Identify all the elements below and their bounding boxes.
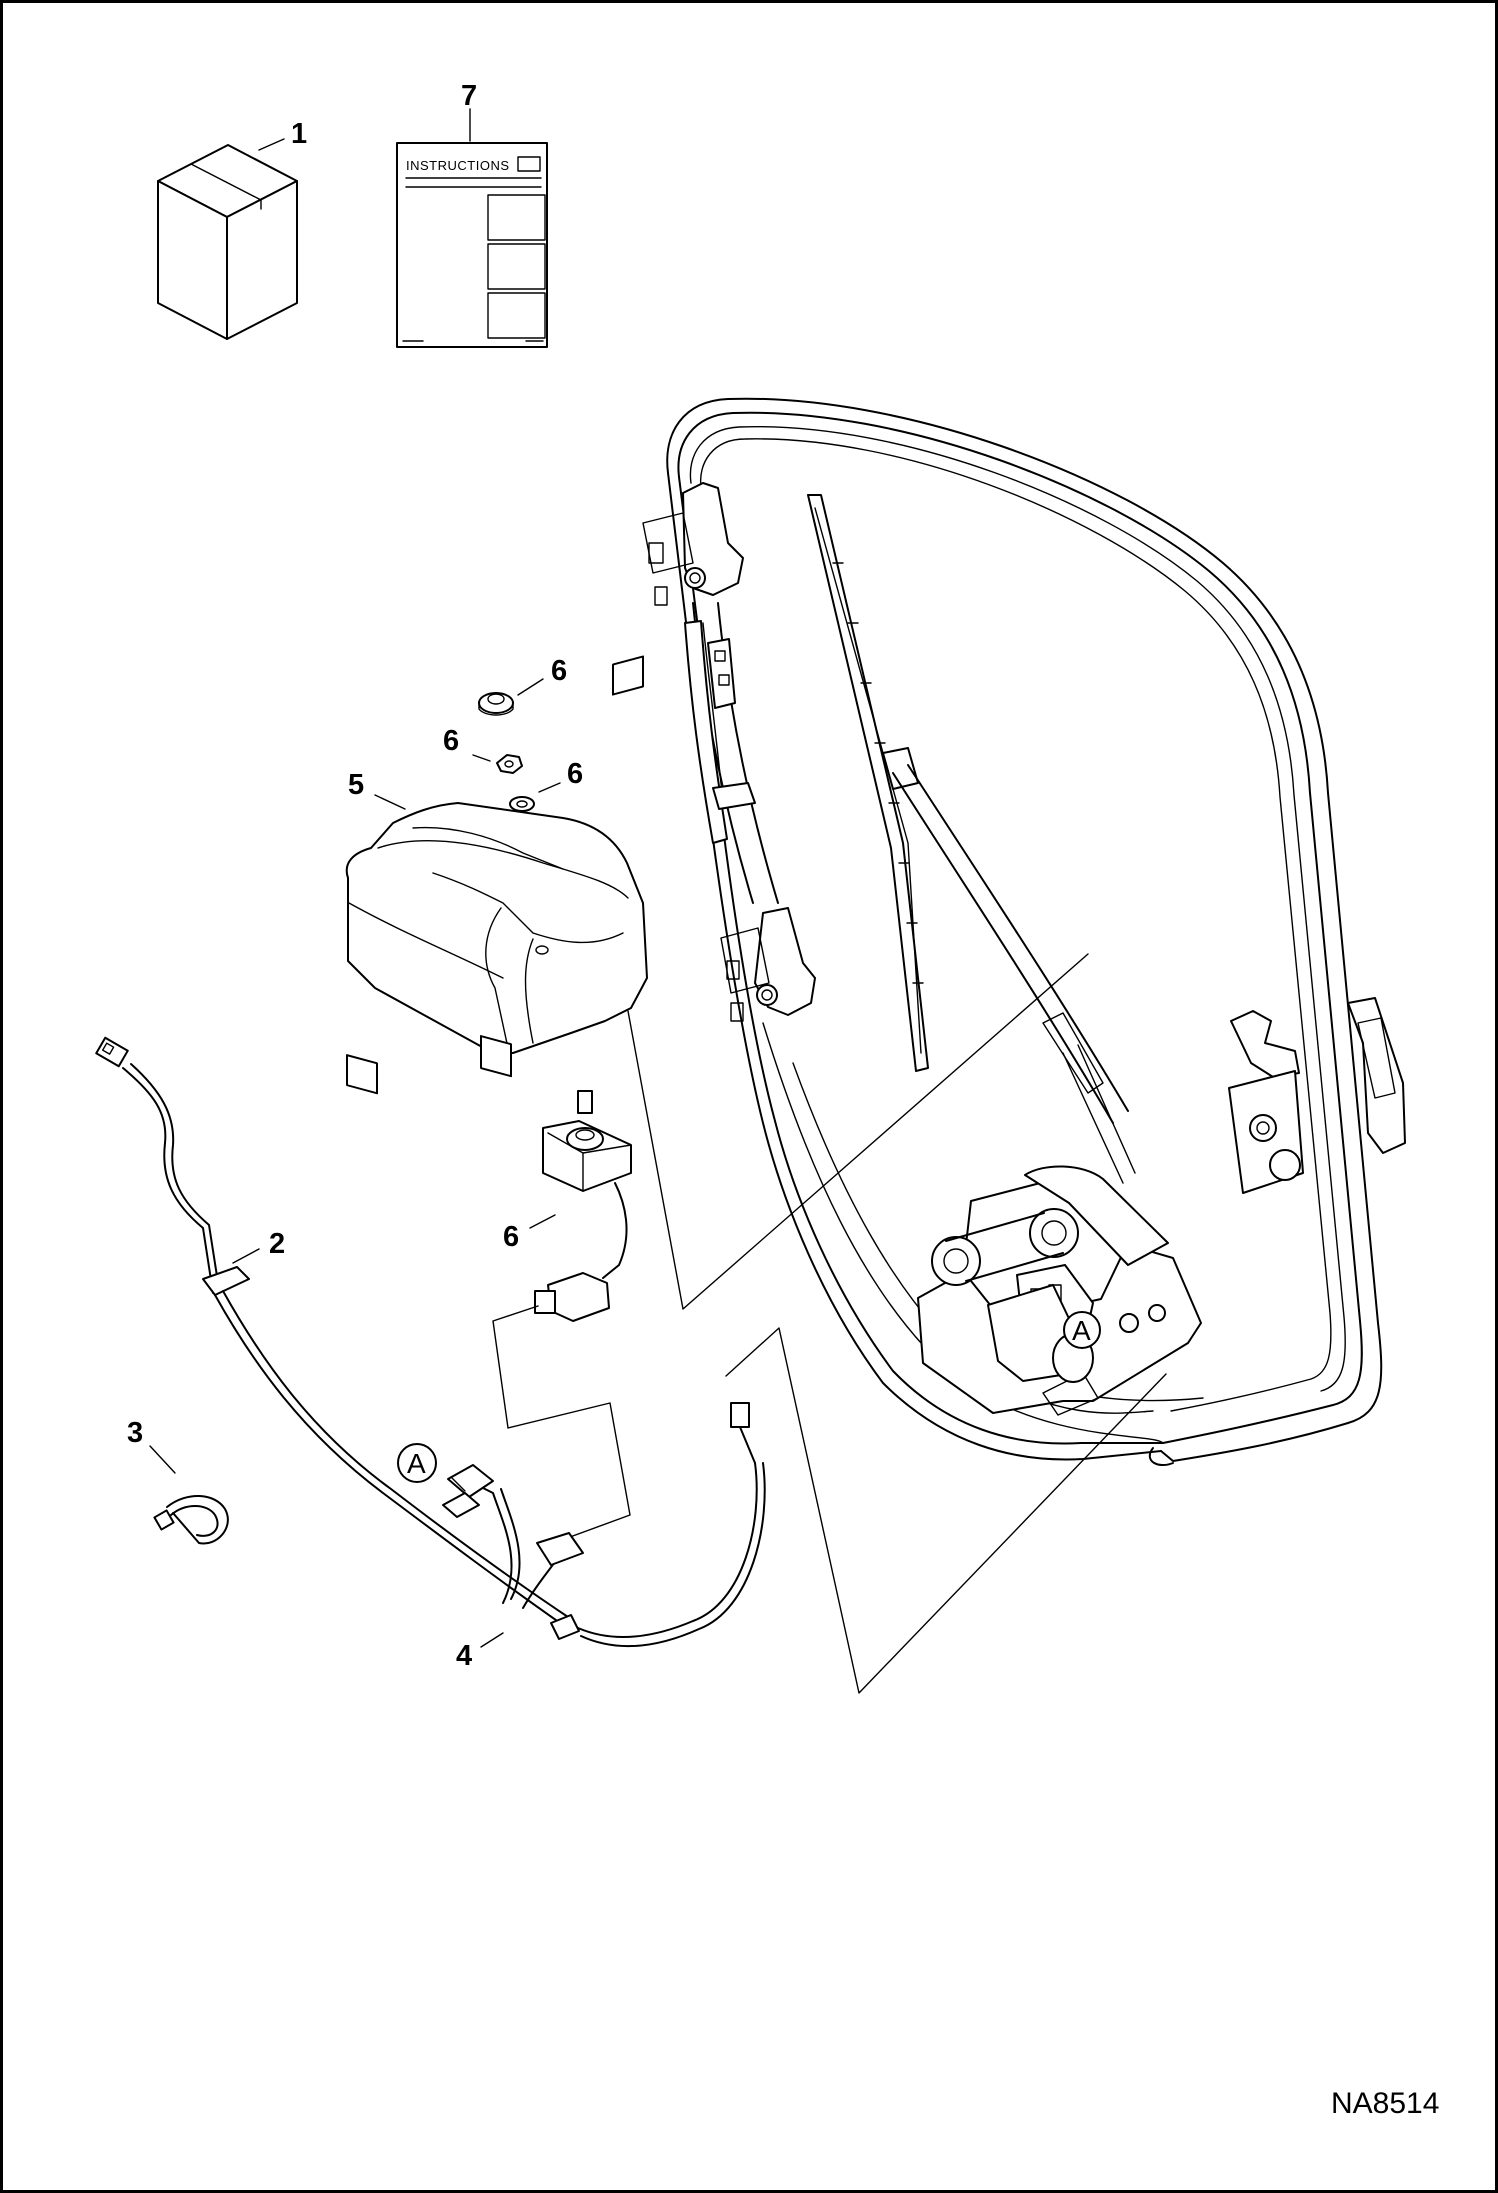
route-cover (627, 953, 1089, 1310)
switch-icon (542, 1090, 632, 1192)
connection-marker-motor-label: A (1072, 1315, 1091, 1346)
callout-2: 2 (269, 1228, 285, 1260)
leader-4 (480, 1632, 504, 1648)
route-switch (492, 1305, 631, 1549)
wiper-blade-icon (807, 494, 1136, 1184)
leader-6d (529, 1214, 556, 1229)
wiper-motor-icon (917, 1165, 1202, 1416)
switch-connector-icon (534, 1272, 610, 1322)
door-latch (1228, 997, 1406, 1194)
leader-3 (149, 1445, 176, 1474)
callout-5: 5 (348, 769, 364, 801)
grommet-icon (478, 692, 514, 716)
door-frame-icon (666, 397, 1383, 1467)
lower-hinge (720, 907, 816, 1022)
leader-5 (374, 794, 406, 810)
nut-icon (496, 754, 523, 774)
upper-hinge (642, 482, 744, 606)
connection-marker-motor (1063, 1311, 1101, 1349)
leader-6a (517, 678, 544, 696)
callout-4: 4 (456, 1640, 472, 1672)
cable-tie-icon (153, 1494, 229, 1545)
hinge-bar (684, 602, 779, 904)
connection-marker-harness (397, 1443, 437, 1483)
motor-cover-icon (345, 655, 648, 1095)
route-harness (725, 1327, 1167, 1694)
switch-lead (602, 1182, 628, 1279)
instruction-sheet-icon: INSTRUCTIONS (396, 142, 548, 348)
callout-6-grommet: 6 (551, 655, 567, 687)
callout-7: 7 (461, 80, 477, 112)
callout-1: 1 (291, 118, 307, 150)
callout-3: 3 (127, 1417, 143, 1449)
leader-6b (472, 754, 491, 762)
callout-6-washer: 6 (567, 758, 583, 790)
leader-6c (538, 782, 561, 793)
doc-code: NA8514 (1331, 2087, 1439, 2120)
exploded-view: 1 7 INSTRUCTIONS (95, 80, 1439, 2120)
box-icon (157, 144, 298, 340)
leader-1 (258, 138, 285, 151)
callout-6-switch: 6 (503, 1221, 519, 1253)
connection-marker-harness-label: A (407, 1448, 426, 1479)
instructions-title: INSTRUCTIONS (406, 158, 510, 173)
leader-2 (232, 1248, 260, 1264)
washer-icon (509, 796, 535, 812)
callout-6-nut: 6 (443, 725, 459, 757)
wiring-harness-icon (95, 1036, 766, 1648)
